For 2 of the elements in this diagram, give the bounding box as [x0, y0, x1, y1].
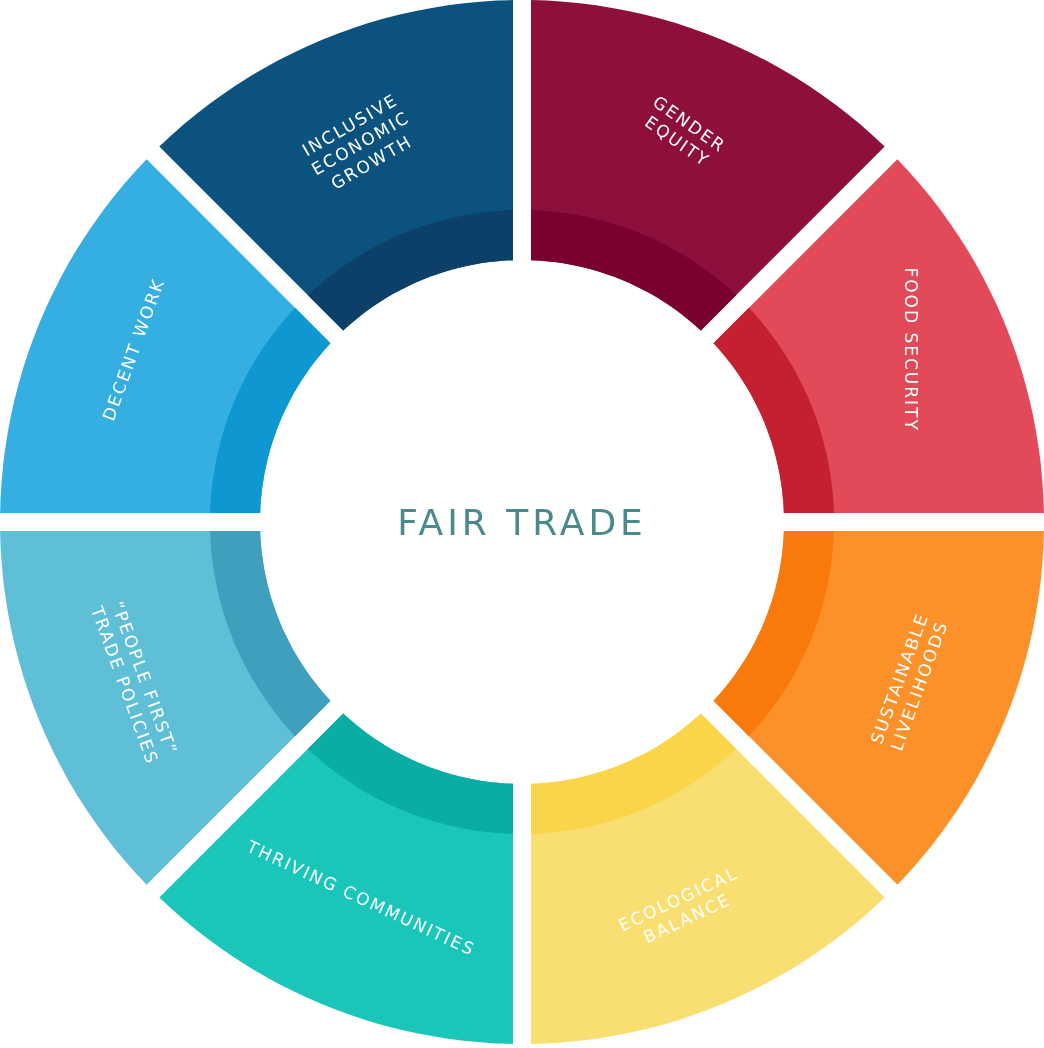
center-title: FAIR TRADE: [397, 501, 647, 543]
segment-label: FOOD SECURITY: [899, 266, 921, 435]
